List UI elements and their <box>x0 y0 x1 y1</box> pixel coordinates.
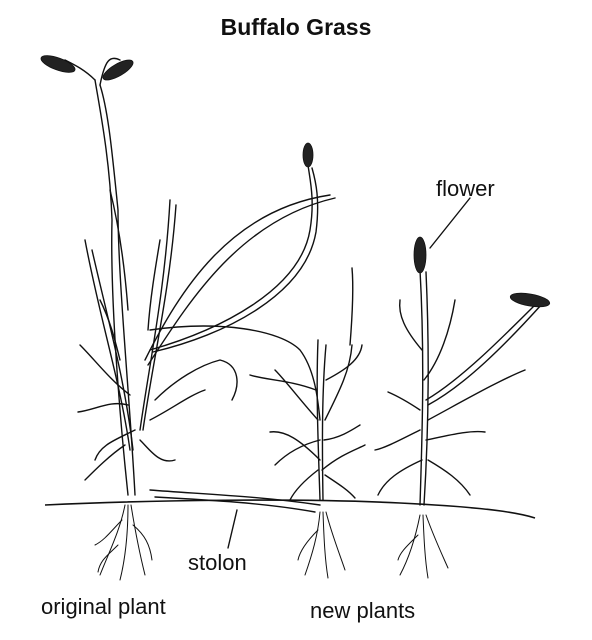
ground-line <box>44 499 536 519</box>
new-plants-label: new plants <box>310 598 416 623</box>
diagram-title: Buffalo Grass <box>220 14 372 40</box>
original-plant-drawing <box>64 57 336 496</box>
new-plant-middle-drawing <box>249 267 366 501</box>
roots-right <box>397 514 449 579</box>
stolon-label: stolon <box>188 550 247 575</box>
new-plant-right-drawing <box>374 269 543 506</box>
flower-spike <box>302 142 314 168</box>
stolon-pointer <box>227 509 238 549</box>
flower-label: flower <box>436 176 495 201</box>
roots-middle <box>297 511 346 579</box>
roots-original <box>94 504 153 581</box>
flower-spike <box>102 59 134 81</box>
flower-pointer <box>429 197 471 249</box>
original-plant-label: original plant <box>41 594 166 619</box>
stolon-runner-lower <box>154 496 316 513</box>
stolon-runner <box>149 489 321 506</box>
flower-spike <box>509 292 551 308</box>
flower-spike <box>413 236 427 274</box>
flower-spike <box>40 55 76 73</box>
